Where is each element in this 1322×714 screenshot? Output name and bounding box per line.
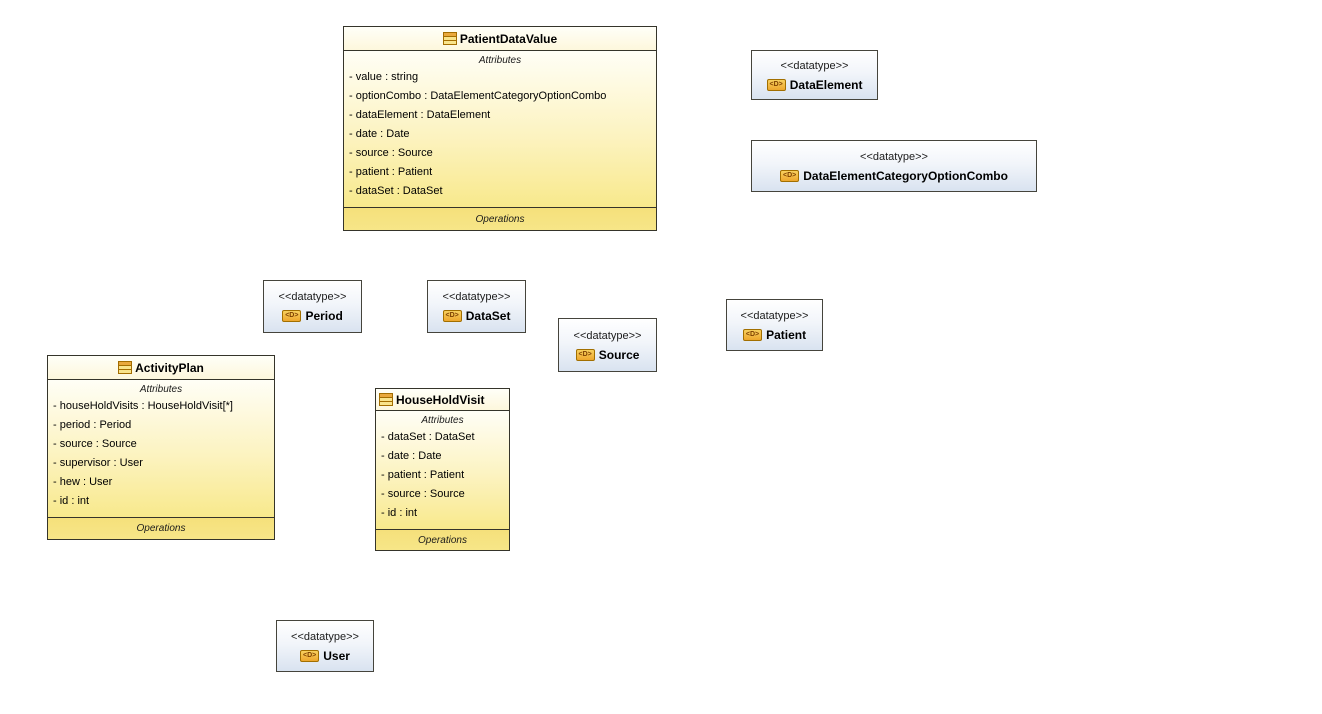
class-header: PatientDataValue bbox=[344, 27, 656, 51]
operations-compartment: Operations bbox=[376, 529, 509, 550]
class-icon bbox=[379, 393, 393, 406]
class-node-patientdatavalue[interactable]: PatientDataValue Attributes - value : st… bbox=[343, 26, 657, 231]
stereotype-label: <<datatype>> bbox=[780, 59, 849, 72]
attributes-label: Attributes bbox=[139, 384, 183, 395]
datatype-name-line: <D> Source bbox=[575, 347, 640, 362]
attribute-row: - houseHoldVisits : HouseHoldVisit[*] bbox=[53, 400, 233, 412]
datatype-node-patient[interactable]: <<datatype>> <D> Patient bbox=[726, 299, 823, 351]
class-name: ActivityPlan bbox=[135, 360, 204, 375]
datatype-icon: <D> bbox=[300, 649, 320, 662]
attributes-label: Attributes bbox=[478, 55, 522, 66]
datatype-icon: <D> bbox=[442, 310, 462, 322]
datatype-node-dataelement[interactable]: <<datatype>> <D> DataElement bbox=[751, 50, 878, 100]
attribute-row: - hew : User bbox=[53, 476, 113, 488]
class-name: HouseHoldVisit bbox=[396, 392, 485, 407]
datatype-name: DataElement bbox=[789, 77, 863, 92]
datatype-name-line: <D> User bbox=[300, 649, 350, 663]
attribute-row: - dataSet : DataSet bbox=[381, 431, 475, 443]
datatype-name: Period bbox=[305, 309, 343, 323]
datatype-node-source[interactable]: <<datatype>> <D> Source bbox=[558, 318, 657, 372]
datatype-node-period[interactable]: <<datatype>> <D> Period bbox=[263, 280, 362, 333]
attribute-row: - dataSet : DataSet bbox=[349, 185, 443, 197]
attributes-compartment: Attributes - value : string - optionComb… bbox=[344, 51, 656, 207]
attribute-row: - source : Source bbox=[381, 488, 465, 500]
attribute-row: - id : int bbox=[381, 507, 418, 519]
attributes-compartment: Attributes - houseHoldVisits : HouseHold… bbox=[48, 380, 274, 517]
class-node-activityplan[interactable]: ActivityPlan Attributes - houseHoldVisit… bbox=[47, 355, 275, 540]
attribute-row: - date : Date bbox=[381, 450, 442, 462]
operations-compartment: Operations bbox=[48, 517, 274, 539]
attribute-row: - period : Period bbox=[53, 419, 132, 431]
datatype-icon: <D> bbox=[282, 310, 302, 322]
datatype-icon: <D> bbox=[575, 348, 595, 361]
datatype-node-dataset[interactable]: <<datatype>> <D> DataSet bbox=[427, 280, 526, 333]
stereotype-label: <<datatype>> bbox=[860, 150, 928, 163]
stereotype-label: <<datatype>> bbox=[291, 630, 359, 643]
datatype-icon: <D> bbox=[766, 78, 786, 91]
attribute-row: - source : Source bbox=[53, 438, 137, 450]
datatype-node-user[interactable]: <<datatype>> <D> User bbox=[276, 620, 374, 672]
stereotype-label: <<datatype>> bbox=[442, 291, 511, 303]
class-header: HouseHoldVisit bbox=[376, 389, 509, 411]
datatype-name: Source bbox=[598, 347, 640, 362]
class-header: ActivityPlan bbox=[48, 356, 274, 380]
attributes-compartment: Attributes - dataSet : DataSet - date : … bbox=[376, 411, 509, 529]
datatype-icon: <D> bbox=[742, 328, 763, 341]
attribute-row: - dataElement : DataElement bbox=[349, 109, 491, 121]
datatype-name: Patient bbox=[766, 327, 807, 342]
attribute-row: - value : string bbox=[349, 71, 419, 83]
attribute-row: - supervisor : User bbox=[53, 457, 143, 469]
attribute-row: - id : int bbox=[53, 495, 90, 507]
operations-compartment: Operations bbox=[344, 207, 656, 230]
attribute-row: - date : Date bbox=[349, 128, 410, 140]
datatype-node-dataelementcategoryoptioncombo[interactable]: <<datatype>> <D> DataElementCategoryOpti… bbox=[751, 140, 1037, 192]
class-icon bbox=[118, 361, 133, 374]
datatype-icon: <D> bbox=[780, 169, 800, 182]
attribute-row: - source : Source bbox=[349, 147, 433, 159]
attribute-row: - patient : Patient bbox=[381, 469, 465, 481]
datatype-name-line: <D> Patient bbox=[742, 327, 807, 342]
stereotype-label: <<datatype>> bbox=[573, 329, 642, 342]
datatype-name-line: <D> DataElementCategoryOptionCombo bbox=[780, 169, 1008, 183]
stereotype-label: <<datatype>> bbox=[740, 309, 809, 322]
attribute-row: - patient : Patient bbox=[349, 166, 433, 178]
class-name: PatientDataValue bbox=[459, 31, 558, 46]
attribute-row: - optionCombo : DataElementCategoryOptio… bbox=[349, 90, 607, 102]
attributes-label: Attributes bbox=[421, 415, 464, 426]
datatype-name: DataSet bbox=[465, 309, 511, 323]
datatype-name-line: <D> DataElement bbox=[766, 77, 863, 92]
stereotype-label: <<datatype>> bbox=[278, 291, 347, 303]
class-node-householdvisit[interactable]: HouseHoldVisit Attributes - dataSet : Da… bbox=[375, 388, 510, 551]
datatype-name-line: <D> Period bbox=[282, 309, 343, 323]
class-icon bbox=[442, 32, 457, 45]
datatype-name-line: <D> DataSet bbox=[442, 309, 511, 323]
datatype-name: DataElementCategoryOptionCombo bbox=[803, 168, 1008, 183]
datatype-name: User bbox=[323, 648, 350, 663]
